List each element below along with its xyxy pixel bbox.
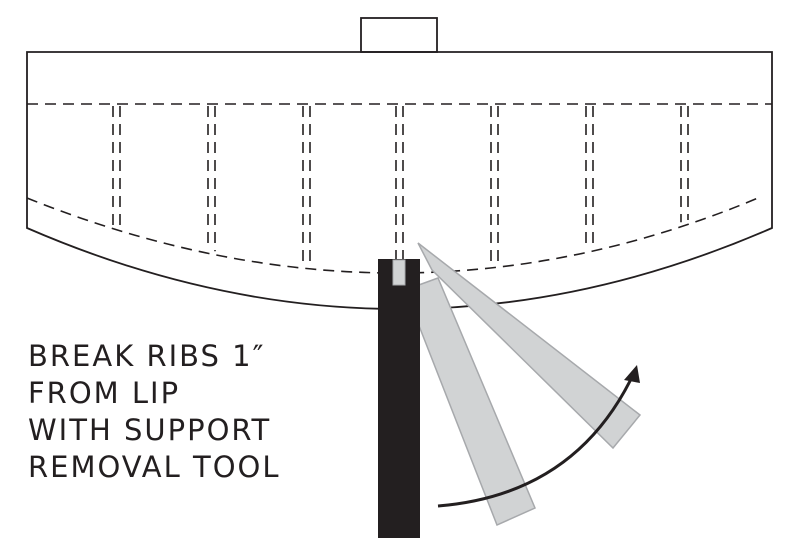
caption-line: WITH SUPPORT bbox=[28, 413, 272, 447]
rib-in-tool-slot bbox=[392, 259, 406, 286]
tank-tab bbox=[360, 17, 438, 53]
instruction-caption: BREAK RIBS 1″ FROM LIP WITH SUPPORT REMO… bbox=[28, 338, 281, 486]
caption-line: REMOVAL TOOL bbox=[28, 450, 281, 484]
support-ribs bbox=[112, 106, 689, 269]
tool-position-rotated-mid bbox=[404, 277, 536, 527]
caption-line: BREAK RIBS 1″ bbox=[28, 339, 266, 373]
tool-position-rotated-far bbox=[417, 242, 642, 450]
support-removal-tool bbox=[378, 259, 420, 538]
caption-line: FROM LIP bbox=[28, 376, 181, 410]
rotation-arrow bbox=[437, 374, 635, 508]
rotation-arrow-head bbox=[624, 365, 640, 383]
